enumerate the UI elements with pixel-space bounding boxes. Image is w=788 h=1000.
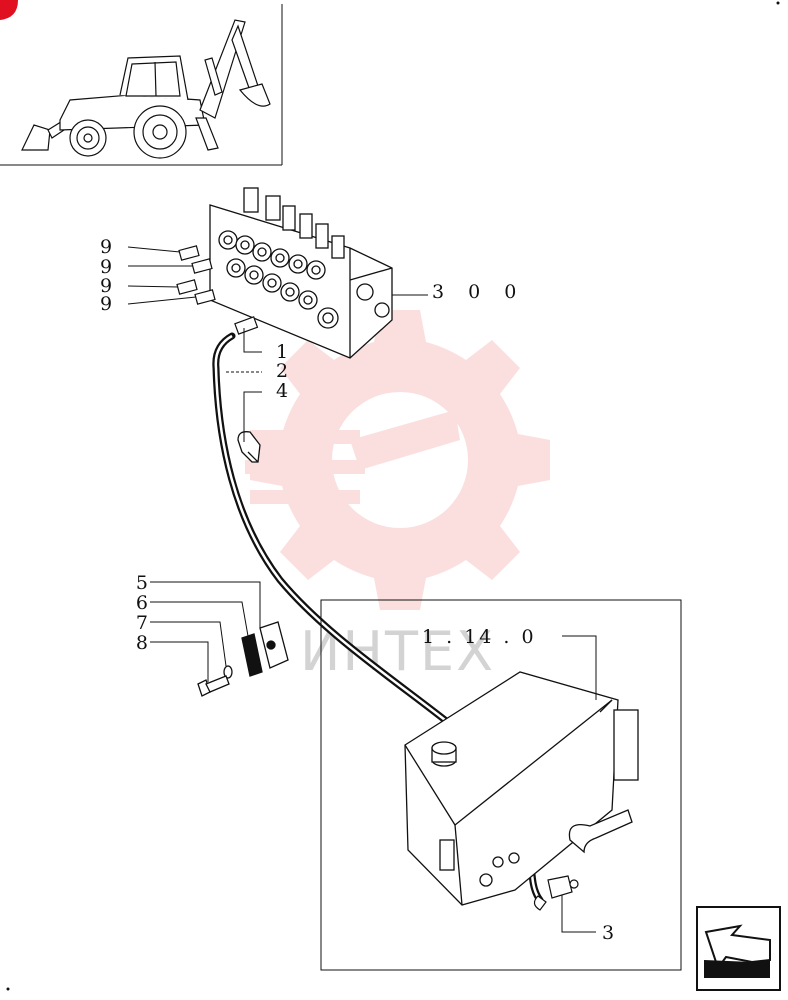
- callout-300: 3 0 0: [432, 281, 525, 303]
- fitting-3: [533, 875, 579, 911]
- reference-box: [320, 599, 682, 971]
- fitting-9d: [194, 289, 216, 305]
- callout-3: 3: [602, 922, 614, 944]
- reference-label: 1 . 14 . 0: [422, 626, 537, 648]
- callout-6: 6: [136, 592, 148, 614]
- callout-2: 2: [276, 360, 288, 382]
- next-page-arrow-icon[interactable]: [696, 906, 781, 991]
- fitting-9c: [176, 279, 198, 295]
- fitting-9a: [178, 245, 200, 261]
- callout-9c: 9: [100, 275, 112, 297]
- callout-1: 1: [276, 341, 288, 363]
- clamp-plate-6: [241, 633, 263, 677]
- hydraulic-tank: [404, 671, 639, 906]
- fitting-1: [234, 316, 259, 335]
- corner-dot: [6, 987, 10, 991]
- corner-dot: [776, 1, 780, 5]
- watermark-gear-logo: [245, 310, 550, 610]
- callout-5: 5: [136, 572, 148, 594]
- backhoe-loader-icon: [21, 19, 271, 159]
- control-valve-assembly: [209, 187, 393, 359]
- washer-7: [223, 665, 233, 679]
- callout-7: 7: [136, 612, 148, 634]
- fitting-9b: [191, 258, 213, 274]
- callout-9d: 9: [100, 293, 112, 315]
- thumbnail-frame: [0, 4, 283, 166]
- callout-9b: 9: [100, 256, 112, 278]
- red-corner-mark-icon: [0, 0, 18, 20]
- leader-lines: [127, 246, 597, 933]
- callout-9a: 9: [100, 236, 112, 258]
- clamp-block-5: [259, 621, 289, 669]
- callout-4: 4: [276, 380, 288, 402]
- bolt-8: [197, 675, 230, 697]
- callout-8: 8: [136, 632, 148, 654]
